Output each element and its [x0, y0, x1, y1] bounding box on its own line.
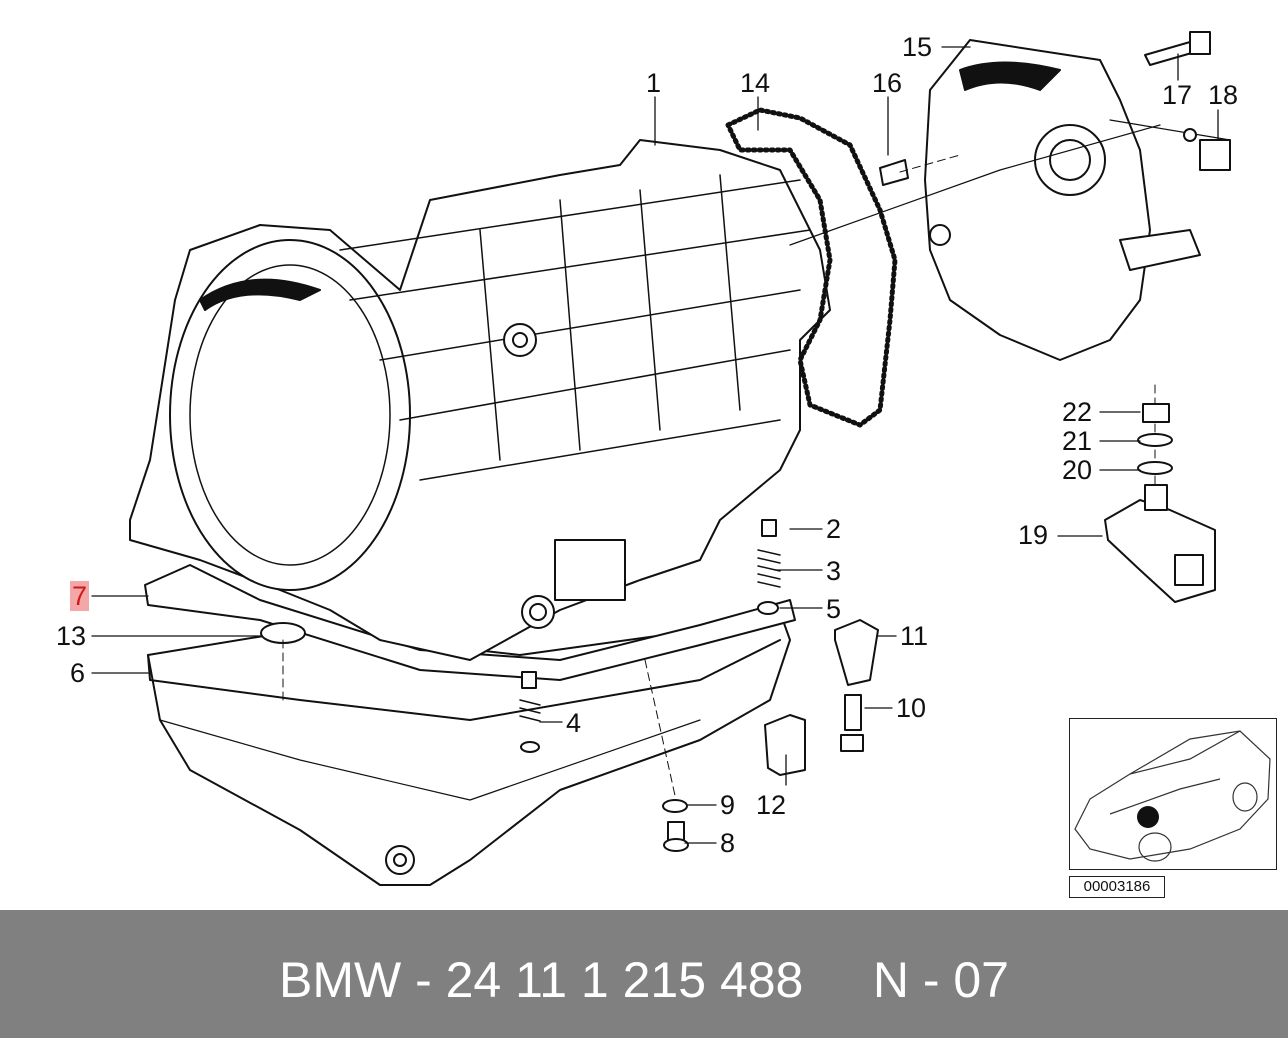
footer-bar: BMW - 24 11 1 215 488 N - 07 — [0, 910, 1288, 1038]
callout-8: 8 — [720, 828, 736, 858]
plug-13 — [260, 622, 306, 701]
clip-parts — [764, 619, 879, 776]
axis-line — [789, 124, 1161, 246]
part-number-caption: BMW - 24 11 1 215 488 N - 07 — [279, 952, 1009, 1008]
leader-lines — [91, 46, 1219, 844]
callout-4: 4 — [566, 708, 582, 738]
transmission-drawing — [91, 31, 1231, 886]
callout-3: 3 — [826, 556, 842, 586]
selector-parts — [1104, 384, 1216, 603]
car-icon — [1074, 730, 1271, 862]
callout-14: 14 — [740, 68, 771, 98]
bolt-17 — [1144, 31, 1211, 66]
rear-housing — [924, 39, 1231, 361]
callout-5: 5 — [826, 594, 842, 624]
rear-gasket — [725, 107, 898, 428]
callout-2: 2 — [826, 514, 842, 544]
diagram-code: 00003186 — [1069, 876, 1165, 898]
vehicle-location-inset — [1069, 718, 1277, 870]
pin-16 — [879, 154, 961, 186]
callout-1: 1 — [646, 68, 662, 98]
callout-13: 13 — [56, 621, 87, 651]
callout-10: 10 — [896, 693, 927, 723]
callout-17: 17 — [1162, 80, 1193, 110]
callout-9: 9 — [720, 790, 736, 820]
callout-20: 20 — [1062, 455, 1093, 485]
callout-6: 6 — [70, 658, 86, 688]
transmission-housing — [129, 139, 831, 661]
callout-18: 18 — [1208, 80, 1239, 110]
callout-12: 12 — [756, 790, 787, 820]
drain-plug — [644, 659, 689, 852]
spring-parts — [519, 519, 781, 753]
callout-16: 16 — [872, 68, 903, 98]
callout-19: 19 — [1018, 520, 1049, 550]
callout-7-highlighted: 7 — [70, 581, 90, 611]
callout-15: 15 — [902, 32, 933, 62]
callout-22: 22 — [1062, 397, 1093, 427]
oil-pan — [147, 611, 791, 886]
callout-21: 21 — [1062, 426, 1093, 456]
parts-diagram: 1 2 3 4 5 6 7 8 9 10 11 12 13 14 15 16 1… — [56, 31, 1277, 898]
callout-11: 11 — [900, 621, 929, 651]
